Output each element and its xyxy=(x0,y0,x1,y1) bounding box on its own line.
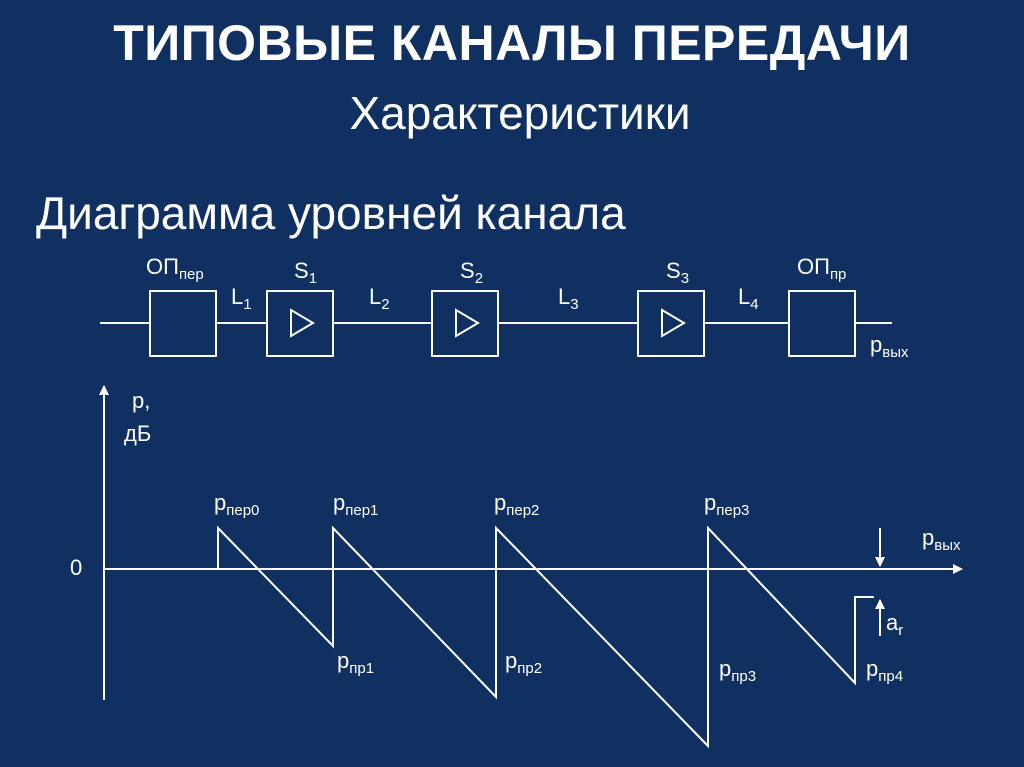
receive-level-label: pпр1 xyxy=(337,648,374,677)
op-pr-label: ОПпр xyxy=(797,254,846,283)
output-level-label: pвых xyxy=(922,525,961,554)
op-per-block xyxy=(149,290,217,357)
transmit-level-label: pпер2 xyxy=(494,490,539,519)
s1-label: S1 xyxy=(294,258,317,287)
zero-label: 0 xyxy=(70,555,82,580)
l2-label: L2 xyxy=(369,284,390,313)
slide-title: ТИПОВЫЕ КАНАЛЫ ПЕРЕДАЧИ xyxy=(113,15,911,71)
transmit-level-label: pпер0 xyxy=(214,490,259,519)
amplifier-s2-block xyxy=(431,290,499,357)
l3-label: L3 xyxy=(558,284,579,313)
output-label: pвых xyxy=(870,332,909,361)
l1-label: L1 xyxy=(231,284,252,313)
amplifier-triangle-icon xyxy=(661,308,686,338)
receive-level-label: pпр3 xyxy=(719,656,756,685)
transmit-level-label: pпер1 xyxy=(333,490,378,519)
l4-label: L4 xyxy=(738,284,759,313)
receive-level-label: pпр2 xyxy=(505,648,542,677)
block-diagram xyxy=(100,290,892,357)
amplifier-triangle-icon xyxy=(455,308,480,338)
op-pr-block xyxy=(788,290,856,357)
level-curve xyxy=(217,525,874,749)
receive-level-label: pпр4 xyxy=(866,656,903,685)
block-labels: ОПпер S1 S2 S3 ОПпр L1 L2 L3 L4 pвых xyxy=(146,254,909,361)
slide-subtitle: Характеристики xyxy=(349,87,691,139)
transmit-level-label: pпер3 xyxy=(704,490,749,519)
y-axis-label-db: дБ xyxy=(124,421,151,446)
y-axis-label-p: p, xyxy=(132,388,150,413)
level-chart-axes xyxy=(99,385,963,700)
s3-label: S3 xyxy=(666,258,689,287)
amplifier-s1-block xyxy=(266,290,334,357)
amplifier-s3-block xyxy=(637,290,705,357)
s2-label: S2 xyxy=(460,258,483,287)
chart-labels: p, дБ 0 pвых pпер0 pпер1 pпер2 pпер3 pпр… xyxy=(70,388,961,685)
section-title: Диаграмма уровней канала xyxy=(36,187,626,239)
residual-label: ar xyxy=(886,610,903,639)
op-per-label: ОПпер xyxy=(146,254,204,283)
amplifier-triangle-icon xyxy=(290,308,315,338)
